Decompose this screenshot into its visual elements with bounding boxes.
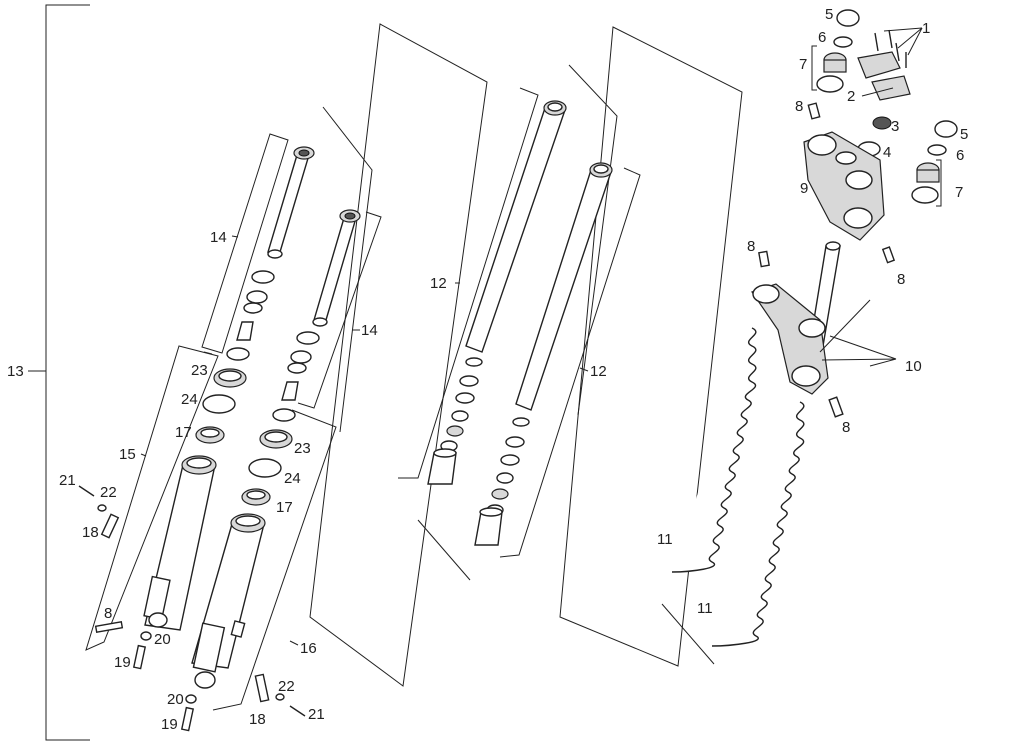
callout-20-b: 20 <box>167 691 184 708</box>
callout-22-b: 22 <box>278 678 295 695</box>
callout-13: 13 <box>7 363 24 380</box>
group-outlines <box>85 23 743 711</box>
callout-14-a: 14 <box>210 229 227 246</box>
callout-24-a: 24 <box>181 391 198 408</box>
callout-12-b: 12 <box>590 363 607 380</box>
callout-10: 10 <box>905 358 922 375</box>
callout-8-c: 8 <box>897 271 905 288</box>
bracket-13 <box>28 4 90 741</box>
callout-23-b: 23 <box>294 440 311 457</box>
callout-19-a: 19 <box>114 654 131 671</box>
callout-3: 3 <box>891 118 899 135</box>
callout-17-a: 17 <box>175 424 192 441</box>
small-fasteners <box>78 485 306 732</box>
callout-16: 16 <box>300 640 317 657</box>
callout-6-top: 6 <box>818 29 826 46</box>
callout-11-b: 11 <box>697 600 713 617</box>
callout-17-b: 17 <box>276 499 293 516</box>
callout-18-b: 18 <box>249 711 266 728</box>
top-clamp-parts <box>807 9 958 204</box>
callout-15: 15 <box>119 446 136 463</box>
callout-7-right: 7 <box>955 184 963 201</box>
callout-22-a: 22 <box>100 484 117 501</box>
callout-11-a: 11 <box>657 531 673 548</box>
bottom-yoke <box>751 241 844 418</box>
fork-tube-left <box>427 100 567 485</box>
callout-20-a: 20 <box>154 631 171 648</box>
callout-8-e: 8 <box>104 605 112 622</box>
callout-2: 2 <box>847 88 855 105</box>
callout-5-top: 5 <box>825 6 833 23</box>
callout-4: 4 <box>883 144 891 161</box>
callout-21-b: 21 <box>308 706 325 723</box>
damper-rod-right <box>241 209 361 506</box>
callout-5-right: 5 <box>960 126 968 143</box>
callout-9: 9 <box>800 180 808 197</box>
callout-labels: 1 2 3 4 5 5 6 6 7 7 8 8 8 8 8 9 10 11 11… <box>7 6 968 733</box>
callout-12-a: 12 <box>430 275 447 292</box>
callout-8-d: 8 <box>842 419 850 436</box>
leader-lines <box>140 27 942 646</box>
damper-rod-left <box>195 146 315 444</box>
callout-6-right: 6 <box>956 147 964 164</box>
callout-7-top: 7 <box>799 56 807 73</box>
slider-left <box>143 455 217 631</box>
slider-right <box>191 513 266 689</box>
callout-19-b: 19 <box>161 716 178 733</box>
callout-23-a: 23 <box>191 362 208 379</box>
springs <box>671 327 805 647</box>
callout-24-b: 24 <box>284 470 301 487</box>
callout-14-b: 14 <box>361 322 378 339</box>
callout-21-a: 21 <box>59 472 76 489</box>
callout-8-b: 8 <box>747 238 755 255</box>
callout-8-a: 8 <box>795 98 803 115</box>
top-yoke <box>758 131 896 268</box>
callout-18-a: 18 <box>82 524 99 541</box>
callout-1: 1 <box>922 20 930 37</box>
fork-tube-right <box>474 162 613 546</box>
